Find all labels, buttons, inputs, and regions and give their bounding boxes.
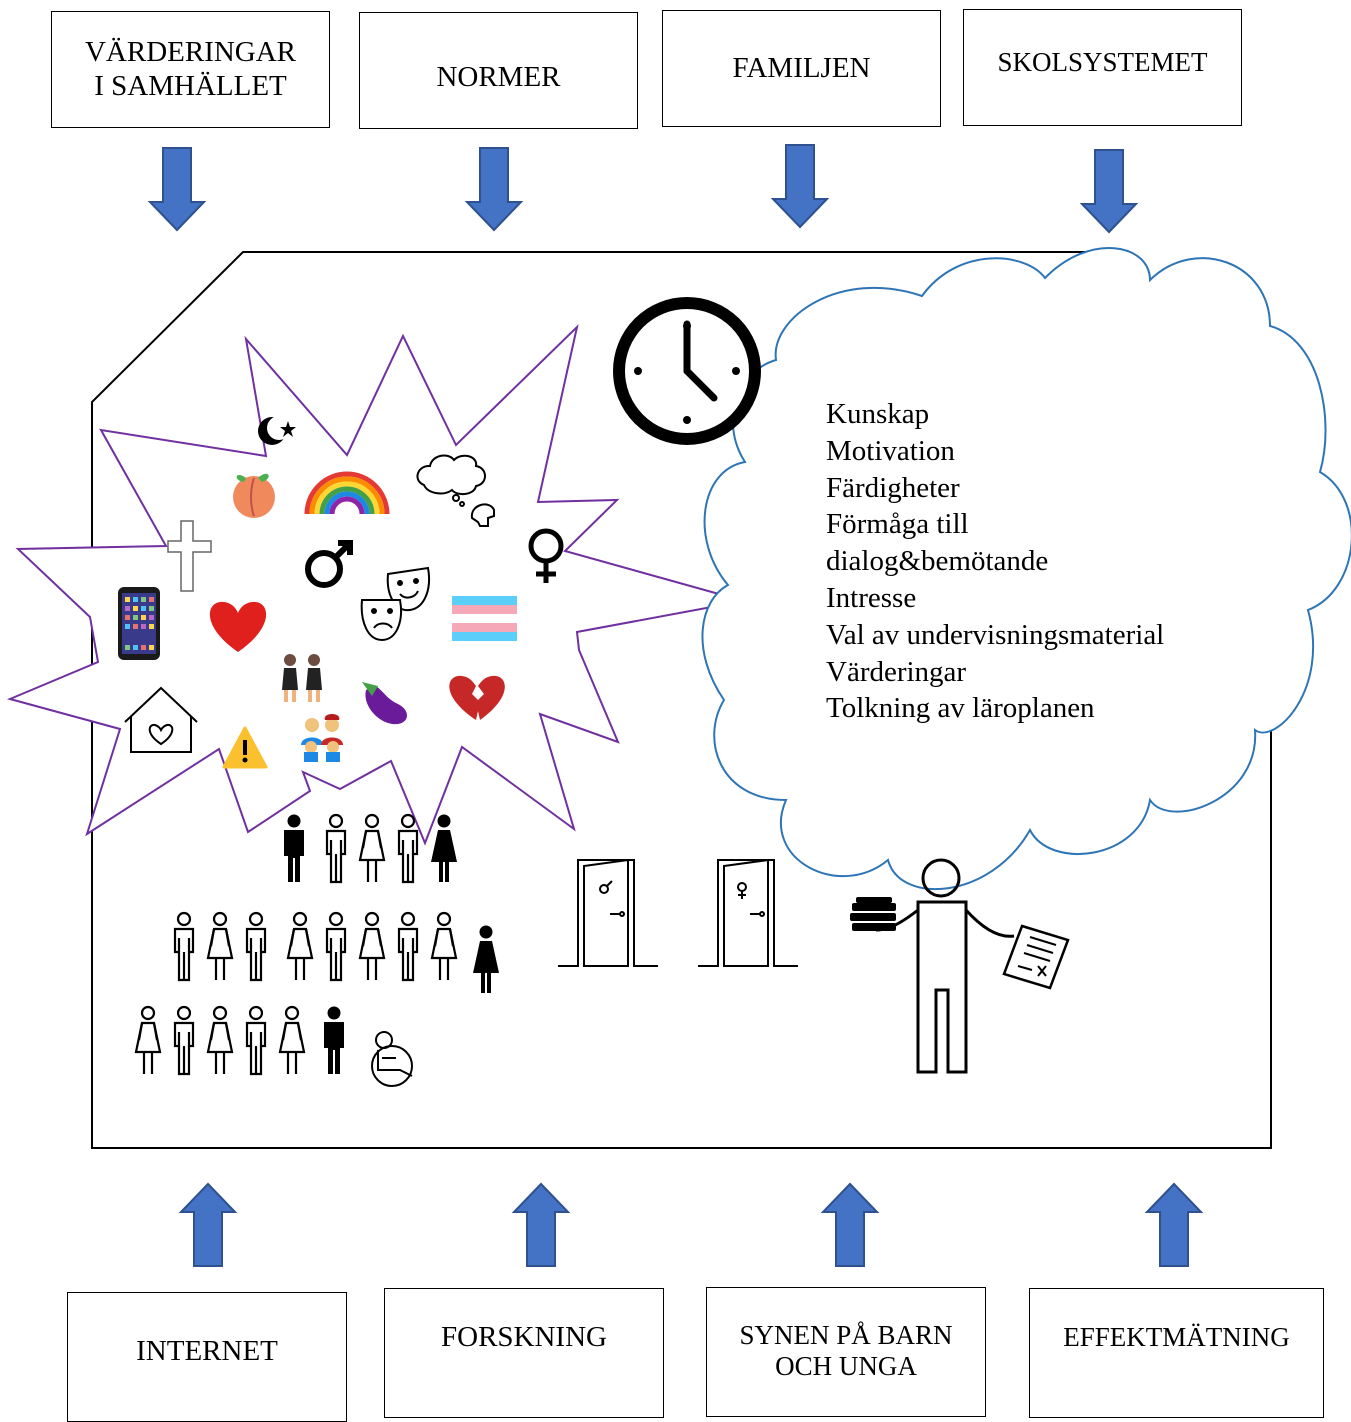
warning-icon xyxy=(222,726,268,769)
male-symbol-icon xyxy=(305,540,353,588)
home-heart-icon xyxy=(124,686,198,753)
cloud-item: Färdigheter xyxy=(826,471,960,504)
door-female-icon xyxy=(698,858,798,967)
people-group xyxy=(134,813,499,1076)
cloud-text-list: Kunskap Motivation Färdigheter Förmåga t… xyxy=(826,396,1164,727)
top-box-2-label: NORMER xyxy=(436,60,561,93)
eggplant-icon xyxy=(362,682,407,725)
cloud-item: Förmåga till xyxy=(826,508,969,541)
arrow-up-4 xyxy=(1146,1183,1202,1267)
bottom-box-2-label: FORSKNING xyxy=(441,1321,607,1354)
cloud-item: Värderingar xyxy=(826,655,967,688)
arrow-down-4 xyxy=(1081,149,1137,233)
bottom-box-4-label: EFFEKTMÄTNING xyxy=(1063,1322,1290,1353)
top-box-familjen: FAMILJEN xyxy=(662,10,941,127)
top-box-4-label: SKOLSYSTEMET xyxy=(997,46,1208,77)
arrow-down-3 xyxy=(772,144,828,228)
theater-masks-icon xyxy=(360,566,430,642)
top-box-1-line1: VÄRDERINGAR xyxy=(84,36,297,69)
cloud-item: Kunskap xyxy=(826,398,930,430)
top-box-skolsystemet: SKOLSYSTEMET xyxy=(963,9,1242,126)
wheelchair-icon xyxy=(371,1031,413,1087)
arrow-up-1 xyxy=(180,1183,236,1267)
top-box-normer: NORMER xyxy=(359,12,638,129)
cloud-item: Val av undervisningsmaterial xyxy=(826,618,1165,651)
top-box-1-line2: I SAMHÄLLET xyxy=(94,69,287,102)
heart-icon xyxy=(209,601,267,652)
arrow-down-2 xyxy=(466,147,522,231)
bottom-box-internet: INTERNET xyxy=(67,1292,347,1422)
dancers-icon xyxy=(282,654,322,702)
cloud-item: dialog&bemötande xyxy=(826,545,1049,578)
clock-icon xyxy=(613,297,761,445)
arrow-up-2 xyxy=(513,1183,569,1267)
broken-heart-icon xyxy=(449,675,505,720)
thought-bubble-icon xyxy=(416,454,495,527)
family-icon xyxy=(301,714,343,762)
thought-cloud xyxy=(701,247,1351,891)
door-male-icon xyxy=(558,858,658,967)
cloud-item: Intresse xyxy=(826,581,917,614)
crescent-star-icon xyxy=(258,416,296,445)
bottom-box-effektmatning: EFFEKTMÄTNING xyxy=(1029,1288,1324,1418)
rainbow-icon xyxy=(304,471,390,515)
bottom-box-3-line2: OCH UNGA xyxy=(775,1351,917,1381)
cloud-item: Motivation xyxy=(826,434,955,467)
arrow-down-1 xyxy=(149,147,205,231)
phone-icon xyxy=(118,587,160,660)
books-icon xyxy=(850,897,896,931)
cross-icon xyxy=(167,520,212,592)
bottom-box-1-label: INTERNET xyxy=(136,1335,278,1368)
female-symbol-icon xyxy=(528,528,564,583)
top-box-3-label: FAMILJEN xyxy=(732,51,871,84)
trans-flag-icon xyxy=(452,596,517,641)
arrow-up-3 xyxy=(822,1183,878,1267)
bottom-box-3-line1: SYNEN PÅ BARN xyxy=(739,1319,953,1350)
bottom-box-forskning: FORSKNING xyxy=(384,1288,664,1418)
teacher-icon xyxy=(875,858,1015,1074)
peach-icon xyxy=(233,473,275,518)
cloud-item: Tolkning av läroplanen xyxy=(826,692,1095,725)
document-icon xyxy=(1002,924,1070,990)
starburst-shape xyxy=(6,323,745,846)
